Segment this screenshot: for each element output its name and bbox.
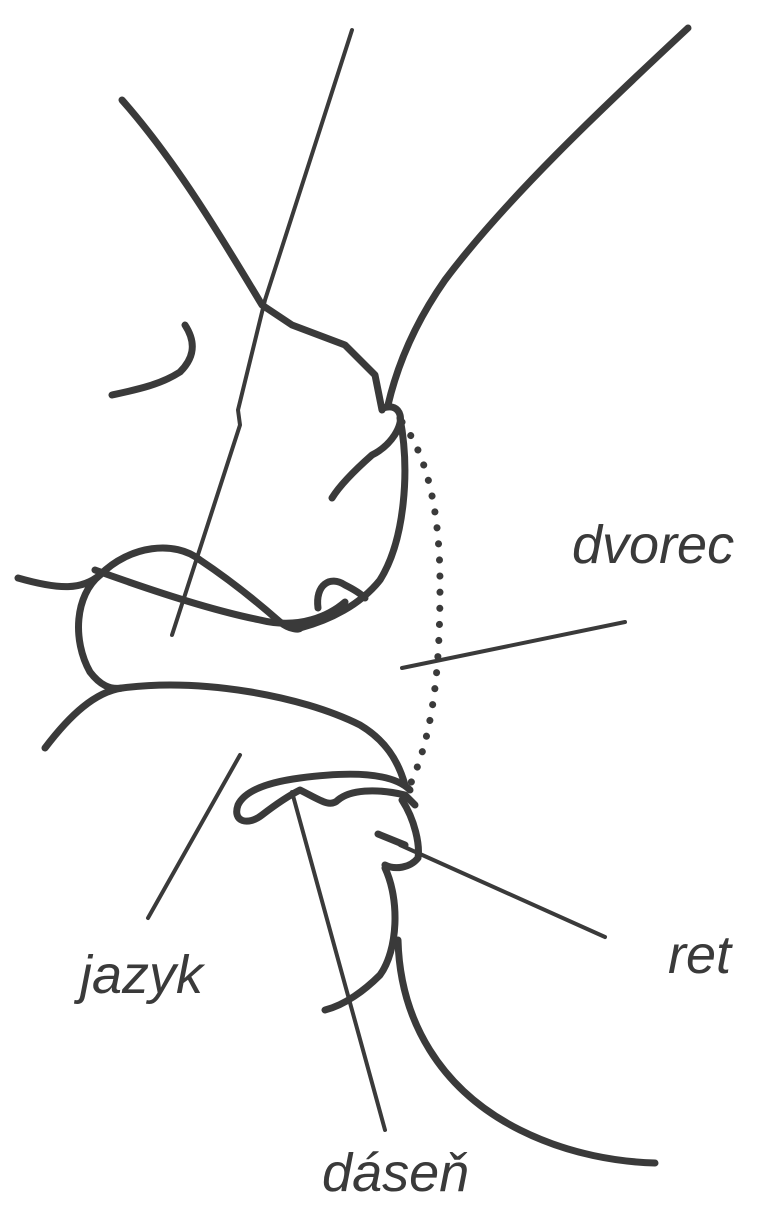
label-jazyk: jazyk [80,948,203,1002]
lower-floor-outline [45,685,405,785]
jaw-outline [398,940,655,1163]
tongue-body [18,575,122,688]
upper-reference-line [172,30,352,635]
tongue-upper-contour [100,548,300,629]
upper-lip-outline [388,28,688,405]
label-dvorec: dvorec [572,518,734,572]
leader-line-ret [400,845,605,937]
leader-line-dvorec [402,622,625,668]
lower-incisor [237,774,415,821]
upper-palate-outline [122,100,382,410]
small-curve-mark [112,325,192,395]
leader-line-jazyk [148,755,240,918]
label-ret: ret [668,928,731,982]
leader-line-dasen [292,792,385,1130]
lower-lip-outline [385,800,418,868]
chin-outline [325,868,395,1010]
upper-incisor [332,407,400,498]
label-dasen: dáseň [322,1146,469,1200]
